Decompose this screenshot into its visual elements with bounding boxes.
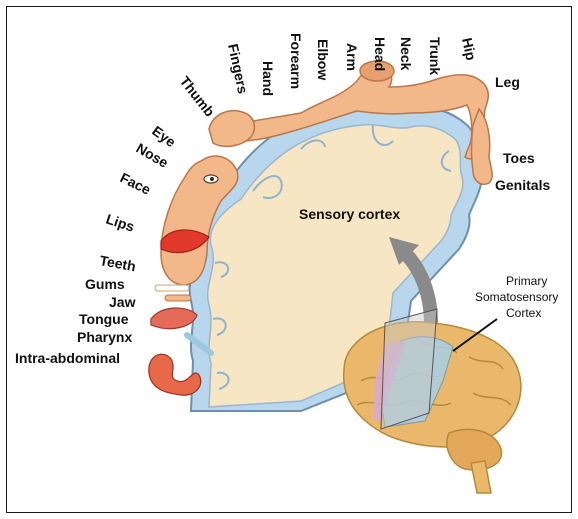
homunculus-leg xyxy=(472,109,493,184)
label-fingers: Fingers xyxy=(225,42,251,95)
homunculus-tongue xyxy=(151,308,197,329)
label-hip: Hip xyxy=(459,36,479,61)
label-gums: Gums xyxy=(85,276,125,292)
label-hand: Hand xyxy=(260,61,276,96)
label-head: Head xyxy=(372,37,388,71)
section-plane xyxy=(381,309,437,429)
label-face: Face xyxy=(118,169,154,197)
label-intra-abdominal: Intra-abdominal xyxy=(15,350,120,366)
label-forearm: Forearm xyxy=(288,33,304,89)
label-teeth: Teeth xyxy=(98,252,137,274)
label-neck: Neck xyxy=(398,37,414,71)
label-jaw: Jaw xyxy=(109,294,136,310)
homunculus-pupil xyxy=(210,177,214,181)
label-arm: Arm xyxy=(344,43,360,71)
homunculus-teeth xyxy=(155,285,189,291)
label-genitals: Genitals xyxy=(495,177,550,193)
label-thumb: Thumb xyxy=(177,73,218,120)
figure-frame: Head Neck Trunk Hip Arm Elbow Forearm Ha… xyxy=(6,6,572,513)
label-elbow: Elbow xyxy=(315,39,331,80)
label-pharynx: Pharynx xyxy=(77,329,132,345)
label-toes: Toes xyxy=(503,150,535,166)
label-trunk: Trunk xyxy=(427,37,443,75)
label-leg: Leg xyxy=(495,74,520,90)
callout-primary: Primary xyxy=(506,274,547,288)
callout-cortex: Cortex xyxy=(506,306,541,320)
callout-somatosensory: Somatosensory xyxy=(475,290,558,304)
label-lips: Lips xyxy=(104,211,137,235)
homunculus-diagram: Head Neck Trunk Hip Arm Elbow Forearm Ha… xyxy=(7,7,571,512)
label-sensory-cortex: Sensory cortex xyxy=(299,206,400,222)
label-tongue: Tongue xyxy=(79,311,129,327)
homunculus-jaw xyxy=(165,295,191,301)
